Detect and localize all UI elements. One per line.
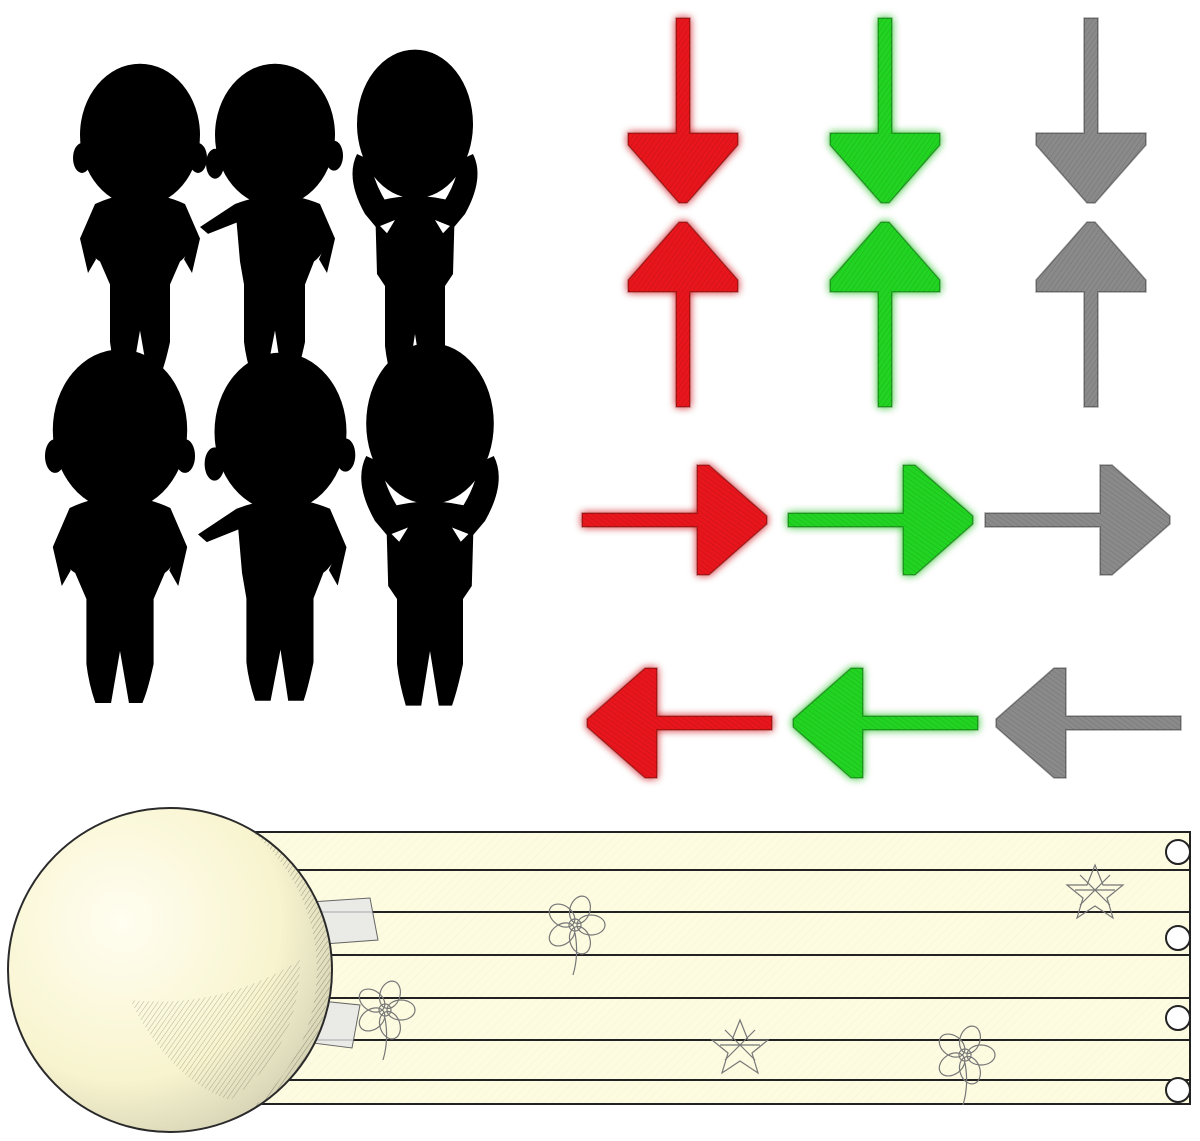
arrow-down-neutral-hatch — [1036, 18, 1146, 203]
lane-doodles — [358, 863, 1125, 1106]
arrow-right-neutral[interactable] — [984, 464, 1171, 576]
characters-group — [44, 49, 499, 706]
arrow-up-wrong[interactable] — [627, 221, 739, 408]
arrow-right-correct[interactable] — [787, 464, 974, 576]
arrow-left-wrong[interactable] — [586, 667, 773, 779]
arrows-group — [581, 17, 1182, 779]
ball-shade — [130, 960, 300, 1100]
arrow-left-neutral[interactable] — [995, 667, 1182, 779]
binder-hole — [1165, 1005, 1191, 1031]
arrow-up-correct-hatch — [830, 222, 940, 407]
arrow-up-neutral[interactable] — [1035, 221, 1147, 408]
arrow-down-neutral[interactable] — [1035, 17, 1147, 204]
flower-doodle — [358, 980, 416, 1061]
arrow-up-neutral-hatch — [1036, 222, 1146, 407]
binder-hole — [1165, 925, 1191, 951]
arrow-right-wrong[interactable] — [581, 464, 768, 576]
flower-doodle — [548, 895, 606, 976]
binder-hole — [1165, 839, 1191, 865]
character-idle — [44, 349, 196, 703]
binder-hole — [1165, 1077, 1191, 1103]
arrow-up-wrong-hatch — [628, 222, 738, 407]
arrow-down-correct[interactable] — [829, 17, 941, 204]
character-pointing — [198, 352, 356, 701]
note-lane — [249, 831, 1191, 1106]
arrow-up-correct[interactable] — [829, 221, 941, 408]
character-pointing — [200, 63, 343, 377]
star-doodle — [710, 1018, 770, 1075]
star-doodle — [1065, 863, 1125, 920]
arrow-right-wrong-hatch — [582, 465, 767, 575]
lane-holes — [1165, 839, 1191, 1103]
character-idle — [73, 63, 207, 377]
arrow-left-neutral-hatch — [996, 668, 1181, 778]
hit-ball — [7, 807, 333, 1133]
arrow-left-wrong-hatch — [587, 668, 772, 778]
arrow-right-correct-hatch — [788, 465, 973, 575]
arrow-down-wrong-hatch — [628, 18, 738, 203]
ball-shade — [250, 830, 331, 1110]
lane-paper-shade — [250, 832, 1190, 1104]
arrow-left-correct[interactable] — [792, 667, 979, 779]
arrow-down-correct-hatch — [830, 18, 940, 203]
arrow-left-correct-hatch — [793, 668, 978, 778]
arrow-right-neutral-hatch — [985, 465, 1170, 575]
character-cheering — [361, 342, 499, 706]
character-cheering — [352, 49, 478, 385]
flower-doodle — [938, 1025, 996, 1106]
arrow-down-wrong[interactable] — [627, 17, 739, 204]
